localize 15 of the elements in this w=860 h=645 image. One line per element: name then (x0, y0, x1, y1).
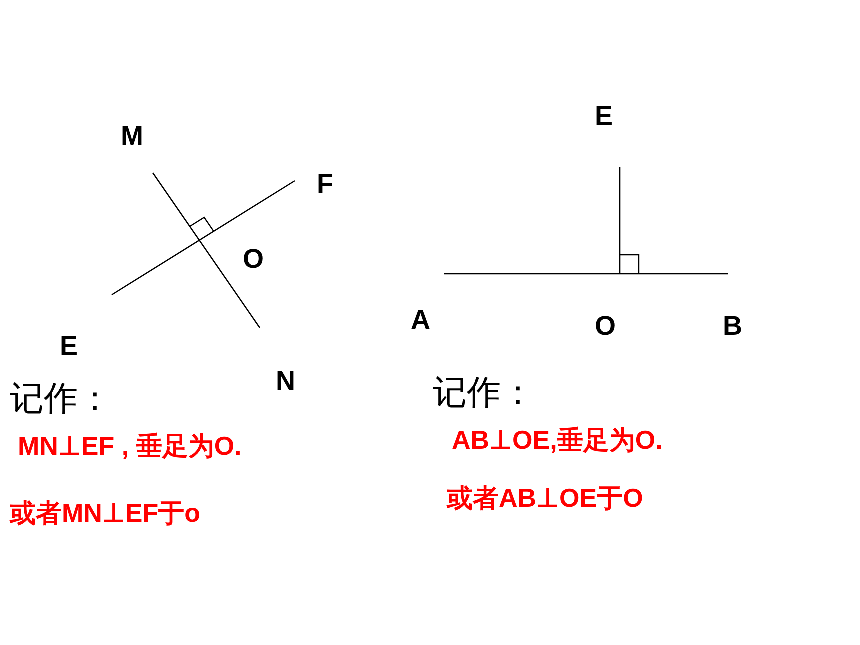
notation-heading: 记作： (10, 382, 112, 416)
point-label: A (411, 307, 430, 334)
point-label: E (595, 103, 614, 130)
notation-text: AB⊥OE,垂足为O. (452, 427, 663, 453)
notation-heading: 记作： (433, 376, 535, 410)
notation-text: 或者MN⊥EF于o (10, 500, 201, 526)
point-label: M (121, 123, 144, 150)
notation-text: MN⊥EF , 垂足为O. (18, 433, 242, 459)
point-label: B (723, 313, 742, 340)
point-label: N (276, 368, 296, 395)
notation-text: 或者AB⊥OE于O (447, 485, 644, 511)
point-label: O (243, 246, 264, 273)
point-label: F (317, 171, 334, 198)
point-label: O (595, 313, 616, 340)
point-label: E (60, 333, 78, 360)
